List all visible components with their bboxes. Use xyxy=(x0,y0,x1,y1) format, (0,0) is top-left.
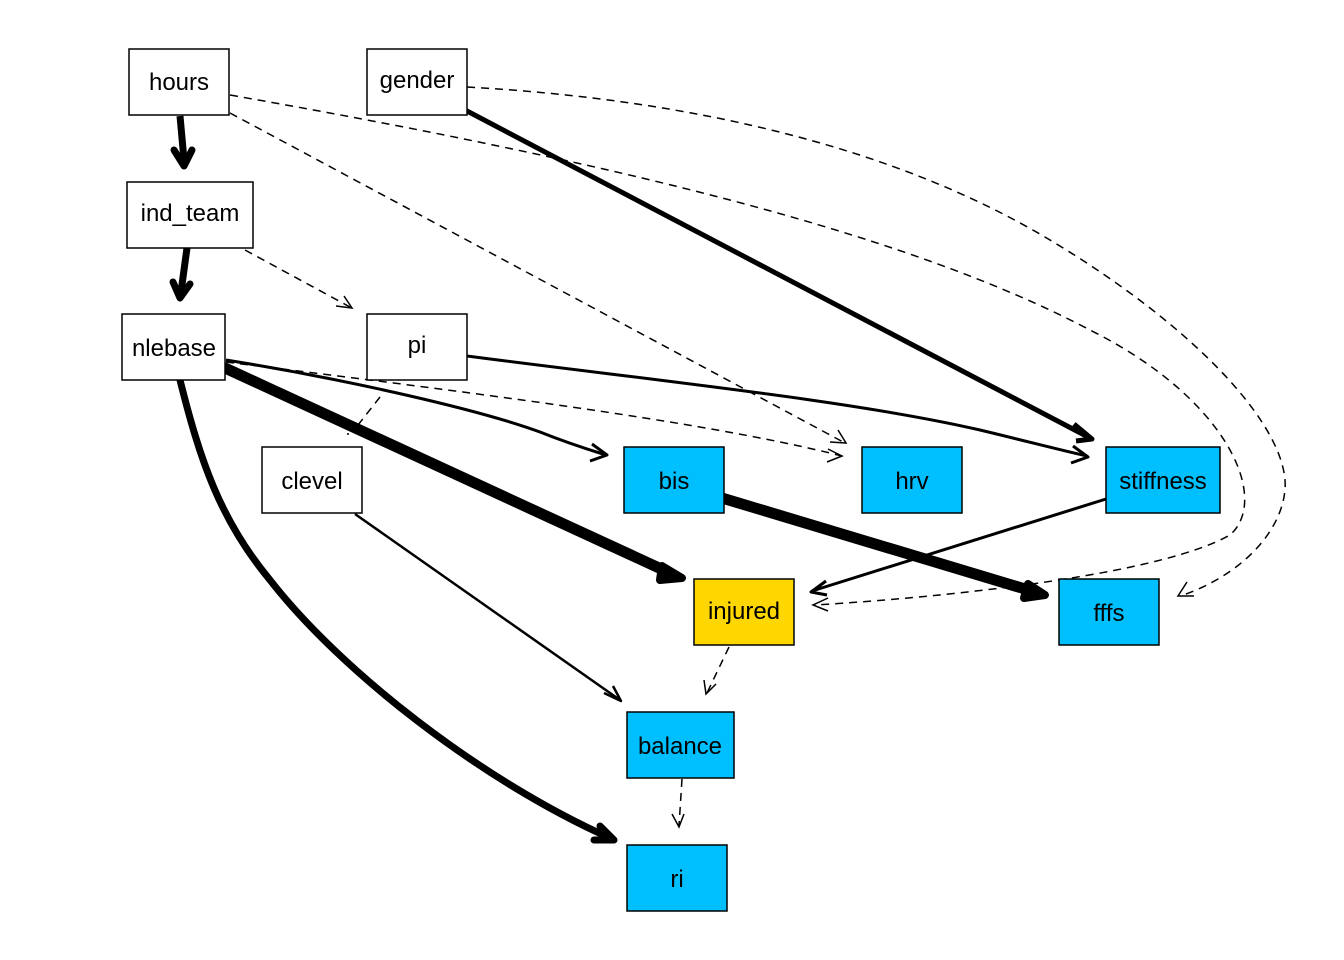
node-label: pi xyxy=(408,332,427,359)
edge-nlebase-bis xyxy=(225,358,609,463)
edge-hours-ind_team xyxy=(170,115,196,170)
node-bis[interactable]: bis xyxy=(623,446,725,514)
node-label: gender xyxy=(380,67,455,94)
edge-injured-balance xyxy=(703,646,730,696)
edge-nlebase-ri xyxy=(176,376,618,844)
node-balance[interactable]: balance xyxy=(626,711,735,779)
node-stiffness[interactable]: stiffness xyxy=(1105,446,1221,514)
edge-stiffness-injured xyxy=(809,497,1107,597)
edges-layer xyxy=(169,86,1286,844)
edge-bis-fffs xyxy=(716,492,1049,602)
node-label: hrv xyxy=(895,468,928,495)
node-clevel[interactable]: clevel xyxy=(261,446,363,514)
edge-nlebase-injured xyxy=(219,362,686,584)
node-pi[interactable]: pi xyxy=(366,313,468,381)
node-label: nlebase xyxy=(132,335,216,362)
node-hours[interactable]: hours xyxy=(128,48,230,116)
node-ind_team[interactable]: ind_team xyxy=(126,181,254,249)
node-label: clevel xyxy=(281,468,342,495)
node-ri[interactable]: ri xyxy=(626,844,728,912)
edge-ind_team-pi xyxy=(244,249,354,309)
edge-gender-stiffness xyxy=(464,108,1095,444)
node-injured[interactable]: injured xyxy=(693,578,795,646)
node-gender[interactable]: gender xyxy=(366,48,468,116)
node-label: hours xyxy=(149,69,209,96)
edge-gender-fffs xyxy=(466,86,1286,597)
node-label: stiffness xyxy=(1119,468,1207,495)
node-label: bis xyxy=(659,468,690,495)
edge-balance-ri xyxy=(671,778,685,829)
edge-pi-clevel xyxy=(347,396,381,435)
edge-hours-hrv xyxy=(229,112,848,444)
node-label: ind_team xyxy=(141,200,240,227)
edge-clevel-balance xyxy=(354,512,623,703)
node-label: fffs xyxy=(1093,600,1124,627)
edge-pi-stiffness xyxy=(466,354,1090,465)
node-label: balance xyxy=(638,733,722,760)
node-fffs[interactable]: fffs xyxy=(1058,578,1160,646)
edge-nlebase-hrv xyxy=(225,361,844,463)
node-hrv[interactable]: hrv xyxy=(861,446,963,514)
edge-ind_team-nlebase xyxy=(169,247,194,302)
nodes-layer: hours gender ind_team nlebase pi clevel … xyxy=(121,48,1221,912)
edge-hours-injured xyxy=(229,94,1246,612)
node-label: injured xyxy=(708,598,780,625)
node-nlebase[interactable]: nlebase xyxy=(121,313,226,381)
node-label: ri xyxy=(670,866,683,893)
